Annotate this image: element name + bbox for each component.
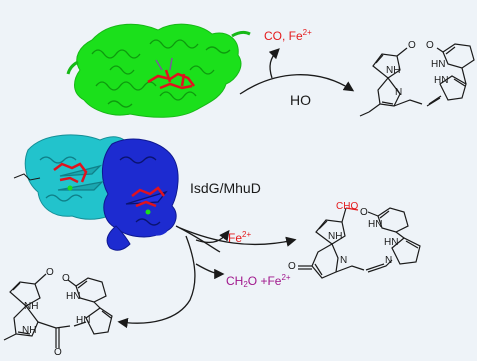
atom-label-o: O — [426, 40, 434, 51]
atom-label-hn: HN — [434, 75, 449, 86]
atom-label-o: O — [62, 273, 70, 284]
atom-label-n: N — [340, 255, 348, 266]
atom-label-hn: HN — [384, 237, 399, 248]
co-fe-label: CO, Fe2+ — [264, 28, 312, 43]
isdg-protein-structure — [13, 134, 179, 251]
ch2o-fe-label: CH2O +Fe2+ — [226, 273, 291, 289]
isdg-mhud-label: IsdG/MhuD — [190, 180, 261, 196]
ho-protein-structure — [66, 23, 251, 118]
atom-label-o: O — [360, 207, 368, 218]
atom-label-nh: NH — [328, 231, 343, 242]
atom-label-hn: HN — [76, 315, 91, 326]
biliverdin-structure — [359, 43, 475, 117]
atom-label-hn: HN — [368, 219, 383, 230]
atom-label-hn: HN — [431, 59, 446, 70]
ho-label: HO — [290, 92, 311, 108]
atom-label-o: O — [54, 347, 62, 358]
ho-reaction-arrow — [239, 48, 355, 95]
isdg-reaction-arrows — [117, 225, 297, 329]
atom-label-n: N — [385, 255, 393, 266]
atom-label-hn: HN — [66, 291, 81, 302]
mycobilin-structure — [3, 273, 113, 348]
atom-label-nh: NH — [24, 301, 39, 312]
atom-label-n: N — [395, 87, 403, 98]
isdg-heme-ligands — [53, 162, 165, 215]
atom-label-nh: NH — [22, 325, 37, 336]
cho-label: CHO — [336, 201, 359, 212]
ho-heme-ligand — [147, 57, 195, 90]
atom-label-nh: NH — [386, 65, 401, 76]
staphylobilin-structure — [298, 207, 421, 279]
fe-label: Fe2+ — [228, 230, 252, 245]
atom-label-o: O — [288, 261, 296, 272]
atom-label-o: O — [46, 267, 54, 278]
atom-label-o: O — [408, 40, 416, 51]
